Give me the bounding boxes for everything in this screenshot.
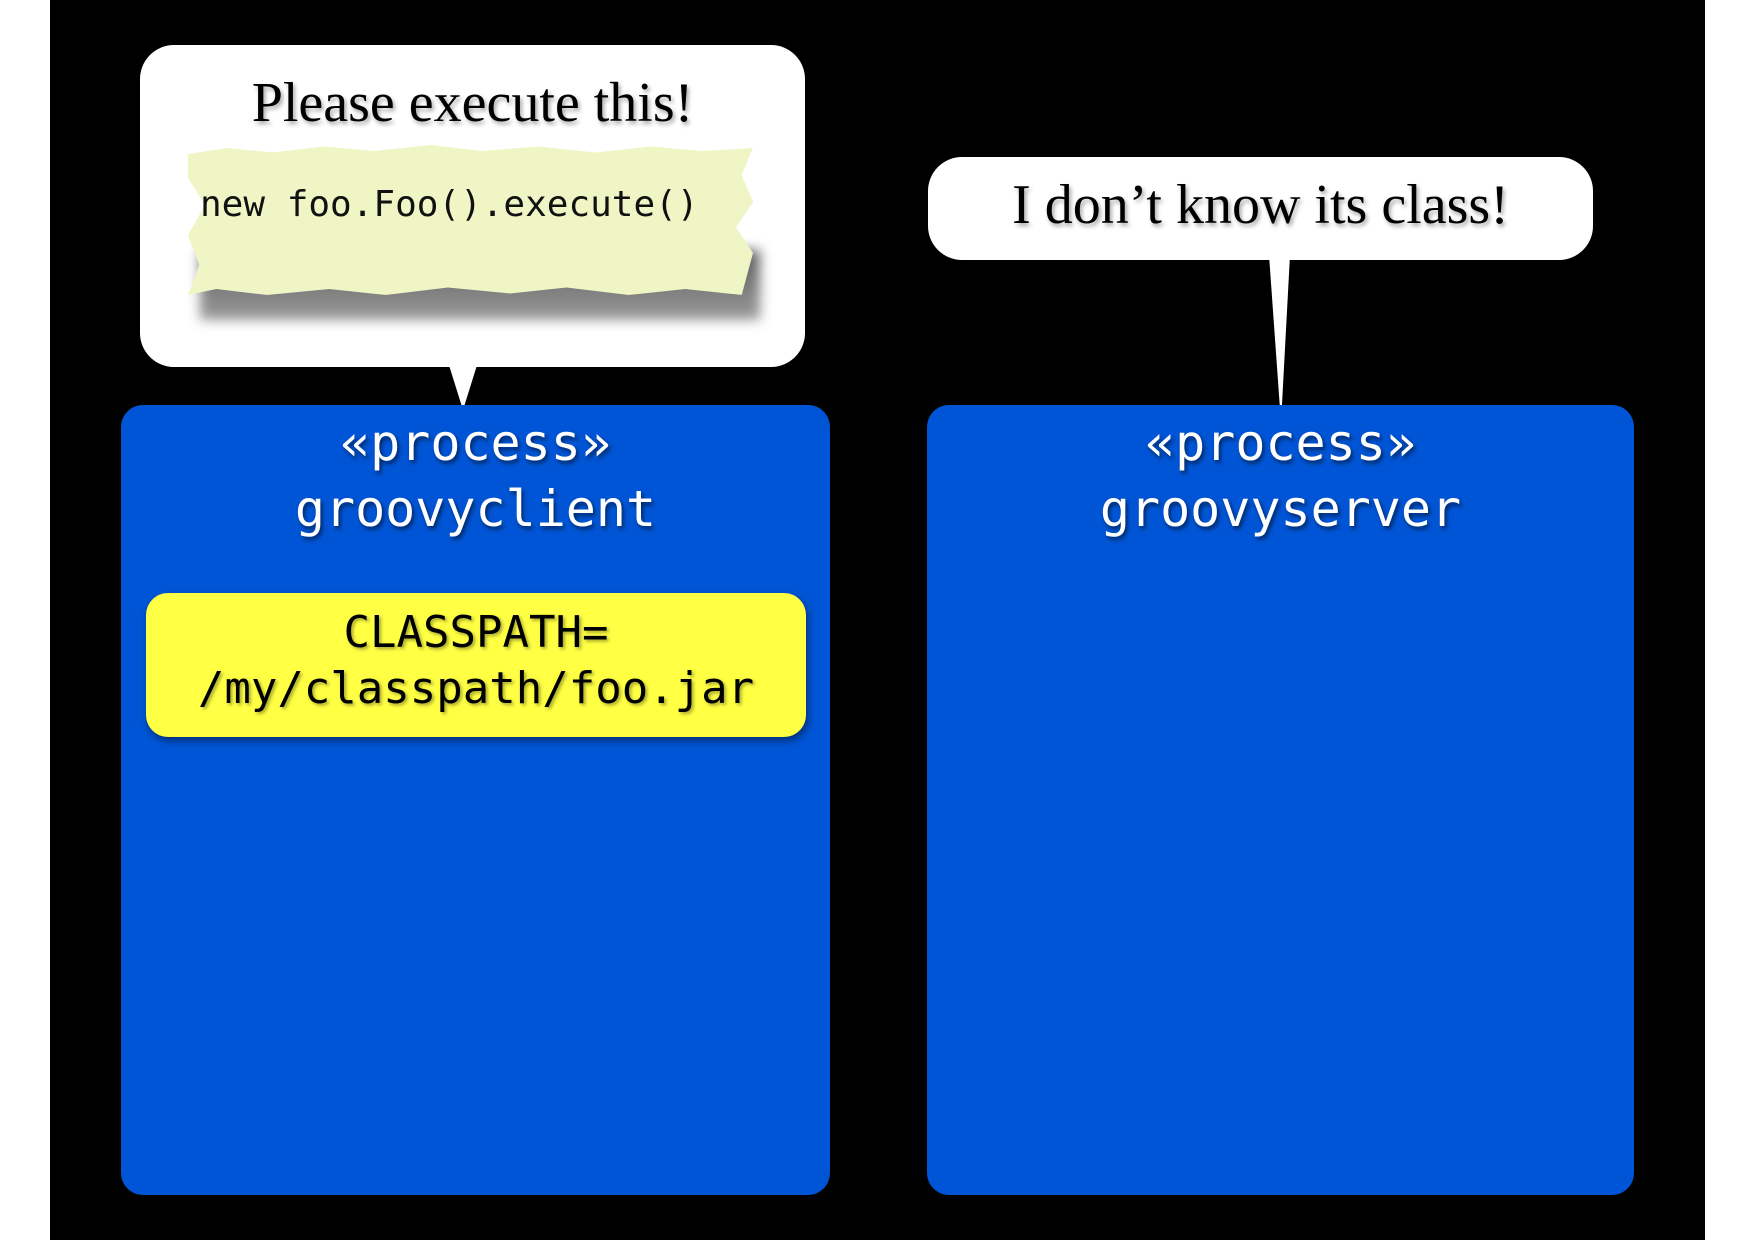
code-note (188, 145, 753, 295)
client-speech-bubble: Please execute this! new foo.Foo().execu… (140, 45, 805, 367)
groovyserver-process-box: «process» groovyserver (927, 405, 1634, 1195)
client-stereotype: «process» (340, 414, 611, 472)
server-speech-bubble: I don’t know its class! (928, 157, 1593, 260)
classpath-value: /my/classpath/foo.jar (197, 663, 755, 714)
client-bubble-title: Please execute this! (251, 72, 694, 134)
client-bubble-tail (448, 362, 478, 410)
client-process-name: groovyclient (294, 480, 657, 538)
server-stereotype: «process» (1145, 414, 1416, 472)
classpath-box: CLASSPATH= /my/classpath/foo.jar (146, 593, 806, 737)
server-process-name: groovyserver (1099, 480, 1462, 538)
code-snippet: new foo.Foo().execute() (200, 184, 699, 225)
slide: Please execute this! new foo.Foo().execu… (50, 0, 1705, 1240)
server-bubble-title: I don’t know its class! (1012, 174, 1509, 236)
groovyclient-process-box: «process» groovyclient CLASSPATH= /my/cl… (121, 405, 830, 1195)
server-bubble-tail (1269, 255, 1290, 423)
classpath-label: CLASSPATH= (343, 607, 609, 658)
